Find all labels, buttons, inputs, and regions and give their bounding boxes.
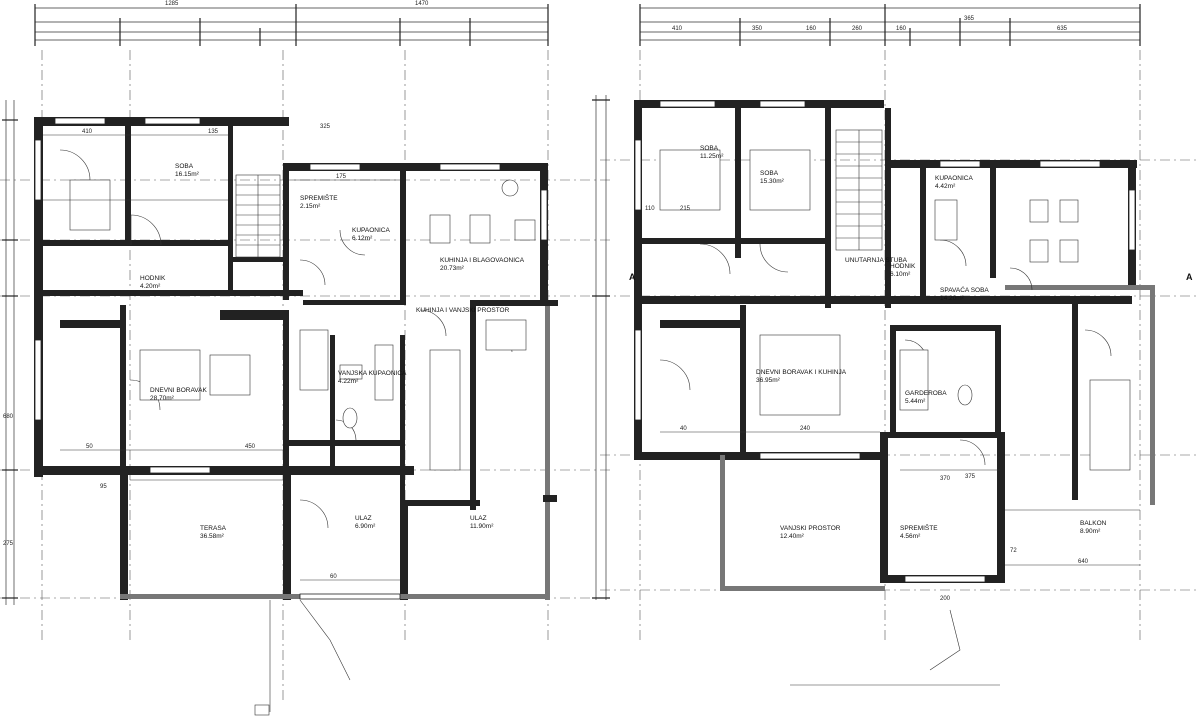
dim-right-5: 200	[940, 596, 951, 602]
dim-right-7: 40	[680, 426, 687, 432]
room-size-l10: 11.90m²	[470, 523, 494, 530]
room-label-l7: ULAZ	[355, 515, 372, 522]
dim-right-6: 370	[940, 476, 951, 482]
room-label-l1b: KUHINJA I BLAGOVAONICA	[440, 257, 525, 264]
dim-right-0: 240	[800, 426, 811, 432]
dim-top-right-e: 160	[896, 26, 907, 32]
dim-left-11: 95	[100, 484, 107, 490]
left-side-dimensions	[2, 95, 610, 605]
room-label-l3: HODNIK	[140, 275, 166, 282]
section-marker-right: A	[1186, 272, 1193, 282]
room-label-r7: VANJSKI PROSTOR	[780, 525, 841, 532]
dim-left-0: 410	[82, 129, 93, 135]
dim-top-left-a: 1285	[165, 1, 179, 7]
dim-left-5: 450	[245, 444, 256, 450]
dim-right-2: 640	[1078, 559, 1089, 565]
room-size-l2: 6.12m²	[352, 235, 373, 242]
room-size-l1b: 20.73m²	[440, 265, 465, 272]
room-size-r1: 15.30m²	[760, 178, 785, 185]
dim-right-8: 72	[1010, 548, 1017, 554]
room-size-r7: 12.40m²	[780, 533, 805, 540]
room-size-r4: 14.20m²	[940, 295, 965, 302]
left-floor-plan	[34, 117, 558, 600]
room-label-r6: UNUTARNJA STUBA	[845, 257, 908, 264]
room-label-r1: SOBA	[760, 170, 779, 177]
section-markers: A A	[629, 272, 1193, 282]
right-fixtures	[659, 149, 1131, 471]
room-size-r0: 11.25m²	[700, 153, 724, 160]
room-label-l8: KUHINJA I VANJSKI PROSTOR	[416, 307, 510, 314]
dim-left-3: 325	[320, 124, 331, 130]
dim-top-right-d: 260	[852, 26, 863, 32]
room-size-r9: 8.90m²	[1080, 528, 1101, 535]
room-label-r9: BALKON	[1080, 520, 1107, 527]
dim-top-right-b: 350	[752, 26, 763, 32]
right-plan-labels: SOBA 11.25m² SOBA 15.30m² KUPAONICA 4.42…	[645, 145, 1107, 602]
section-marker-left: A	[629, 272, 636, 282]
room-label-l10: ULAZ	[470, 515, 487, 522]
dim-left-4: 60	[330, 574, 337, 580]
dim-top-right-a: 410	[672, 26, 683, 32]
dim-right-3: 215	[680, 206, 691, 212]
dim-top-right-f: 365	[964, 16, 975, 22]
right-floor-plan	[634, 100, 1155, 591]
outside-lines	[254, 599, 1000, 716]
dim-left-2: 175	[336, 174, 347, 180]
room-size-r2: 4.42m²	[935, 183, 956, 190]
room-size-l5: 28.70m²	[150, 395, 175, 402]
room-label-r10: SPREMIŠTE	[900, 523, 938, 532]
room-label-l1: SOBA	[175, 163, 194, 170]
room-size-l3: 4.20m²	[140, 283, 161, 290]
room-label-r4: SPAVAĆA SOBA	[940, 285, 989, 294]
stair-left	[235, 174, 281, 258]
dim-left-7: 275	[3, 541, 14, 547]
room-size-l9: 4.22m²	[338, 378, 359, 385]
room-size-r3: 6.10m²	[890, 271, 911, 278]
dim-top-left-b: 1470	[415, 1, 429, 7]
room-size-l1: 16.15m²	[175, 171, 200, 178]
stair-right	[835, 129, 883, 251]
dim-top-right-c: 160	[806, 26, 817, 32]
room-label-l9: VANJSKA KUPAONICA	[338, 370, 407, 377]
dim-top-right-g: 635	[1057, 26, 1068, 32]
room-size-r10: 4.56m²	[900, 533, 921, 540]
dim-left-6: 680	[3, 414, 14, 420]
top-dimension-chains: 1285 1470 410 350 160 260 160 365 635	[34, 1, 1141, 46]
room-label-l6: TERASA	[200, 525, 227, 532]
room-size-l7: 6.90m²	[355, 523, 376, 530]
room-size-r8: 5.44m²	[905, 398, 926, 405]
dim-right-1: 375	[965, 474, 976, 480]
dim-right-4: 110	[645, 206, 655, 212]
room-label-l2: KUPAONICA	[352, 227, 390, 234]
dim-left-10: 50	[86, 444, 93, 450]
room-label-r3: HODNIK	[890, 263, 916, 270]
room-label-r0: SOBA	[700, 145, 719, 152]
room-label-r5: DNEVNI BORAVAK I KUHINJA	[756, 369, 847, 376]
room-size-l6: 36.58m²	[200, 533, 225, 540]
room-label-r2: KUPAONICA	[935, 175, 973, 182]
left-plan-labels: SOBA 16.15m² KUHINJA I VANJSKI PROSTOR V…	[3, 124, 525, 580]
room-size-l4: 2.15m²	[300, 203, 321, 210]
dim-left-1: 135	[208, 129, 219, 135]
room-label-l4: SPREMIŠTE	[300, 193, 338, 202]
left-fixtures	[69, 179, 536, 471]
room-size-r5: 36.95m²	[756, 377, 781, 384]
room-label-r8: GARDEROBA	[905, 390, 947, 397]
room-label-l5: DNEVNI BORAVAK	[150, 387, 207, 394]
